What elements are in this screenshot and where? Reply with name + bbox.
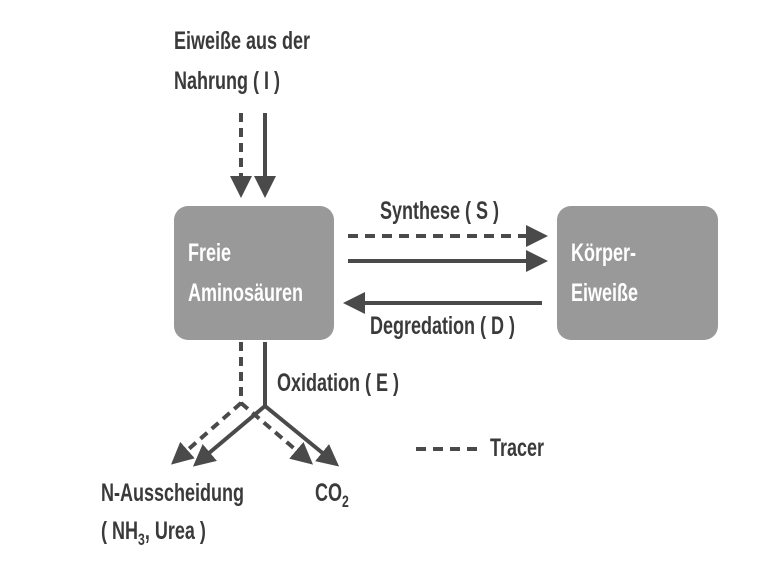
co2-label: CO2 [315, 474, 349, 512]
free-amino-acids-box: Freie Aminosäuren [174, 206, 334, 340]
degradation-label: Degredation ( D ) [370, 312, 516, 340]
oxidation-label: Oxidation ( E ) [277, 369, 400, 397]
n-excretion-prefix: ( NH [101, 517, 139, 545]
co2-subscript: 2 [342, 492, 349, 511]
oxidation-to-co2-arrow [263, 404, 340, 467]
n-excretion-suffix: , Urea ) [144, 517, 206, 545]
body-protein-box: Körper- Eiweiße [557, 206, 718, 340]
legend-tracer-label: Tracer [490, 434, 545, 462]
co2-main: CO [315, 479, 342, 507]
body-protein-line2: Eiweiße [571, 279, 639, 307]
synthesis-label: Synthese ( S ) [380, 197, 500, 225]
tracer-to-co2-arrow [239, 401, 314, 465]
free-amino-acids-line2: Aminosäuren [188, 279, 304, 307]
n-excretion-line2: ( NH3, Urea ) [101, 512, 206, 550]
input-label-line1: Eiweiße aus der [174, 27, 311, 55]
n-excretion-subscript: 3 [138, 530, 145, 549]
n-excretion-line1: N-Ausscheidung [101, 479, 245, 507]
free-amino-acids-line1: Freie [188, 239, 232, 267]
input-label-line2: Nahrung ( I ) [174, 67, 280, 95]
oxidation-to-n-excretion-arrow [192, 404, 267, 467]
body-protein-line1: Körper- [571, 239, 637, 267]
